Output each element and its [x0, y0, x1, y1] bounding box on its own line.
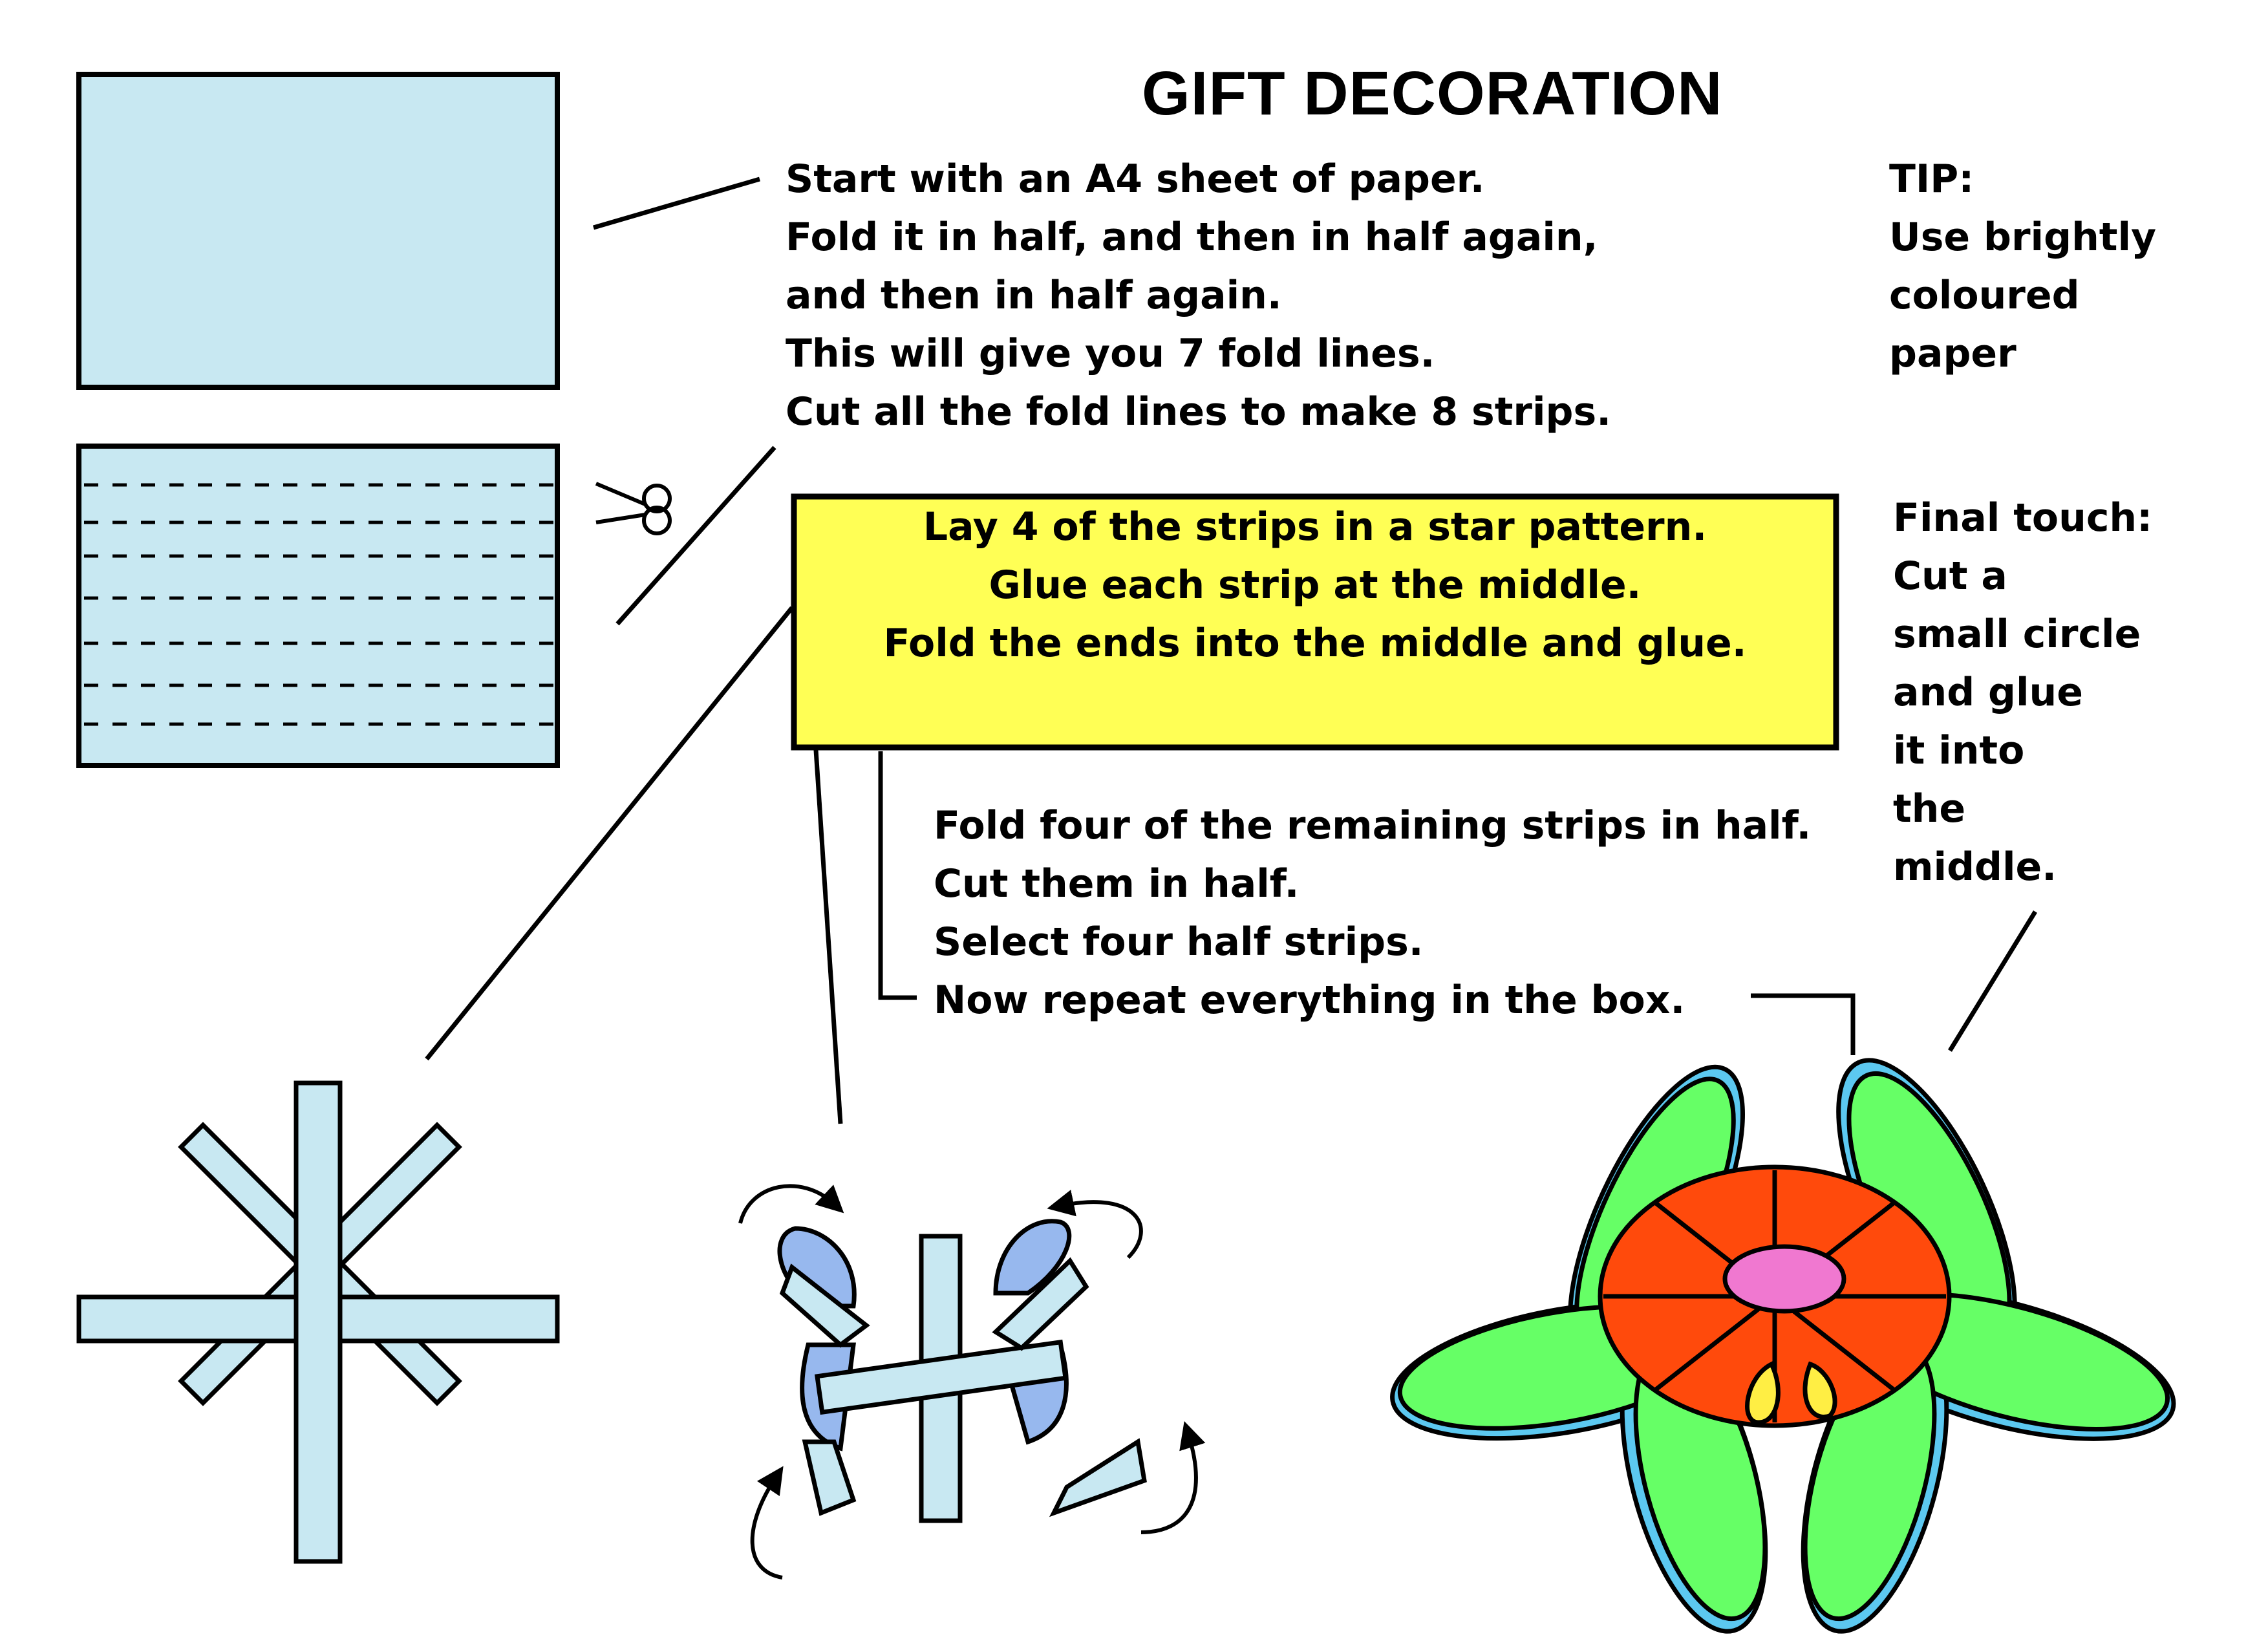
connector-line	[425, 606, 794, 1061]
final-line: the	[1893, 786, 1966, 831]
tip-note: TIP: Use brightly coloured paper	[1889, 150, 2156, 383]
instruction-line: Glue each strip at the middle.	[989, 562, 1642, 608]
final-line: and glue	[1893, 670, 2083, 715]
connector-line	[1751, 993, 1856, 1055]
fold-lines	[84, 483, 555, 726]
instruction-line: Fold four of the remaining strips in hal…	[934, 803, 1812, 848]
connector-line	[1948, 910, 2037, 1052]
connector-line	[813, 749, 843, 1124]
instruction-line: Now repeat everything in the box.	[934, 978, 1685, 1023]
curved-arrow-icon	[738, 1184, 1206, 1580]
connector-line	[593, 177, 760, 230]
page-title: GIFT DECORATION	[1142, 59, 1723, 128]
tip-line: Use brightly	[1889, 215, 2157, 260]
tip-line: coloured	[1889, 273, 2080, 318]
box-instructions: Lay 4 of the strips in a star pattern. G…	[794, 498, 1836, 672]
tip-line: paper	[1889, 331, 2017, 376]
instruction-line: and then in half again.	[786, 273, 1282, 318]
final-line: Final touch:	[1893, 495, 2153, 541]
intro-instructions: Start with an A4 sheet of paper. Fold it…	[786, 150, 1611, 441]
instruction-line: Fold it in half, and then in half again,	[786, 215, 1598, 260]
strip-star	[76, 1080, 560, 1564]
final-line: it into	[1893, 728, 2025, 773]
final-line: small circle	[1893, 612, 2141, 657]
instruction-line: Fold the ends into the middle and glue.	[883, 621, 1747, 666]
finished-bow	[1390, 1058, 2176, 1634]
instruction-line: Start with an A4 sheet of paper.	[786, 156, 1485, 202]
tip-line: TIP:	[1889, 156, 1974, 202]
folded-sheet	[76, 444, 560, 768]
scissors-icon	[595, 482, 672, 535]
half-strip-instructions: Fold four of the remaining strips in hal…	[934, 797, 1811, 1029]
final-line: middle.	[1893, 844, 2057, 890]
instruction-line: Lay 4 of the strips in a star pattern.	[923, 504, 1707, 550]
center-circle	[1722, 1244, 1846, 1314]
instruction-line: Select four half strips.	[934, 919, 1424, 965]
a4-sheet	[76, 72, 560, 390]
instruction-line: This will give you 7 fold lines.	[786, 331, 1435, 376]
folded-strips	[777, 1219, 1147, 1523]
instruction-line: Cut them in half.	[934, 861, 1300, 906]
instruction-box	[791, 493, 1839, 751]
bracket-line	[878, 751, 917, 1000]
final-line: Cut a	[1893, 553, 2007, 599]
final-touch-note: Final touch: Cut a small circle and glue…	[1893, 489, 2152, 896]
instruction-line: Cut all the fold lines to make 8 strips.	[786, 389, 1611, 434]
connector-line	[615, 445, 776, 626]
